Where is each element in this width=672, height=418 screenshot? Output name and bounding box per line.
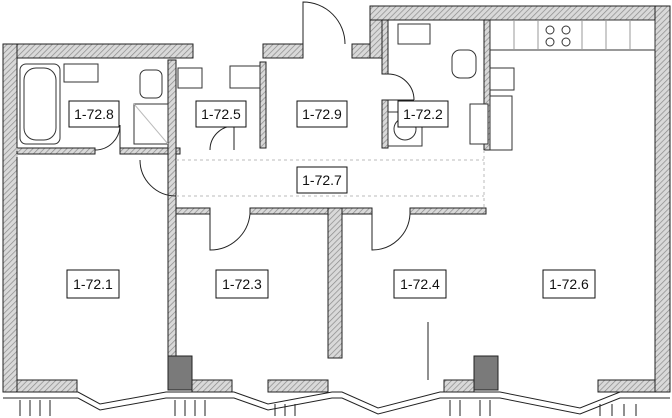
svg-text:1-72.2: 1-72.2 <box>403 106 443 122</box>
room-label-1-72-9: 1-72.9 <box>296 100 348 128</box>
room-label-1-72-8: 1-72.8 <box>68 100 120 128</box>
bathroom-fixtures <box>19 23 515 147</box>
svg-text:1-72.7: 1-72.7 <box>302 172 342 188</box>
svg-text:1-72.9: 1-72.9 <box>302 106 342 122</box>
kitchen-units <box>489 19 656 151</box>
svg-text:1-72.1: 1-72.1 <box>73 276 113 292</box>
room-label-1-72-6: 1-72.6 <box>542 269 596 299</box>
room-label-1-72-1: 1-72.1 <box>66 269 120 299</box>
room-label-1-72-5: 1-72.5 <box>195 100 247 128</box>
room-label-1-72-7: 1-72.7 <box>296 166 348 194</box>
interior-walls <box>16 19 491 391</box>
room-labels: 1-72.8 1-72.5 1-72.9 1-72.2 1-72.7 1-72.… <box>66 100 596 299</box>
exterior-walls <box>2 5 671 393</box>
dashed-zones <box>16 148 485 380</box>
svg-text:1-72.4: 1-72.4 <box>400 276 440 292</box>
facade-windows <box>3 379 670 416</box>
room-label-1-72-2: 1-72.2 <box>397 100 449 128</box>
structural-columns <box>167 355 499 391</box>
room-label-1-72-4: 1-72.4 <box>393 269 447 299</box>
room-label-1-72-3: 1-72.3 <box>215 269 269 299</box>
svg-text:1-72.8: 1-72.8 <box>74 106 114 122</box>
doors <box>94 1 415 251</box>
svg-text:1-72.5: 1-72.5 <box>201 106 241 122</box>
svg-text:1-72.3: 1-72.3 <box>222 276 262 292</box>
svg-text:1-72.6: 1-72.6 <box>549 276 589 292</box>
